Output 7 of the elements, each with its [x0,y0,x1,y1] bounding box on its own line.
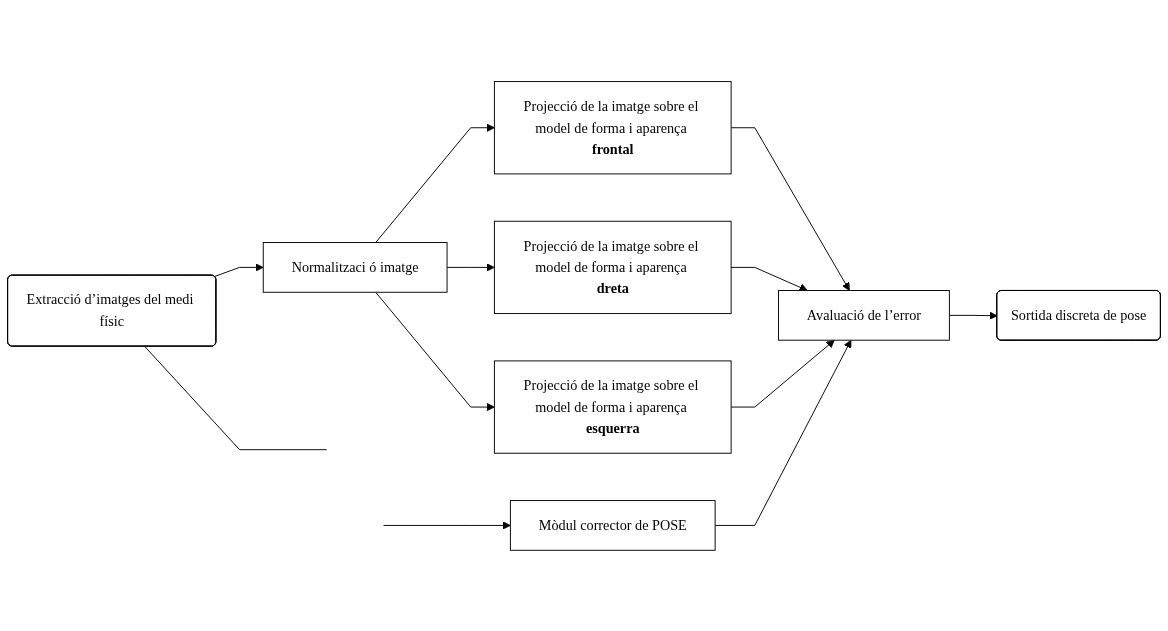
node-box: Projecció de la imatge sobre el model de forma i aparença dreta [493,220,732,314]
node-box: Mòdul corrector de POSE [509,499,716,551]
node-box: Avaluació de l’error [778,289,950,341]
node-box: Projecció de la imatge sobre el model de forma i aparença frontal [493,80,732,174]
node-box: Normalitzaci ó imatge [262,241,448,293]
node-box: Projecció de la imatge sobre el model de forma i aparença esquerra [493,360,732,454]
connector [144,345,328,450]
